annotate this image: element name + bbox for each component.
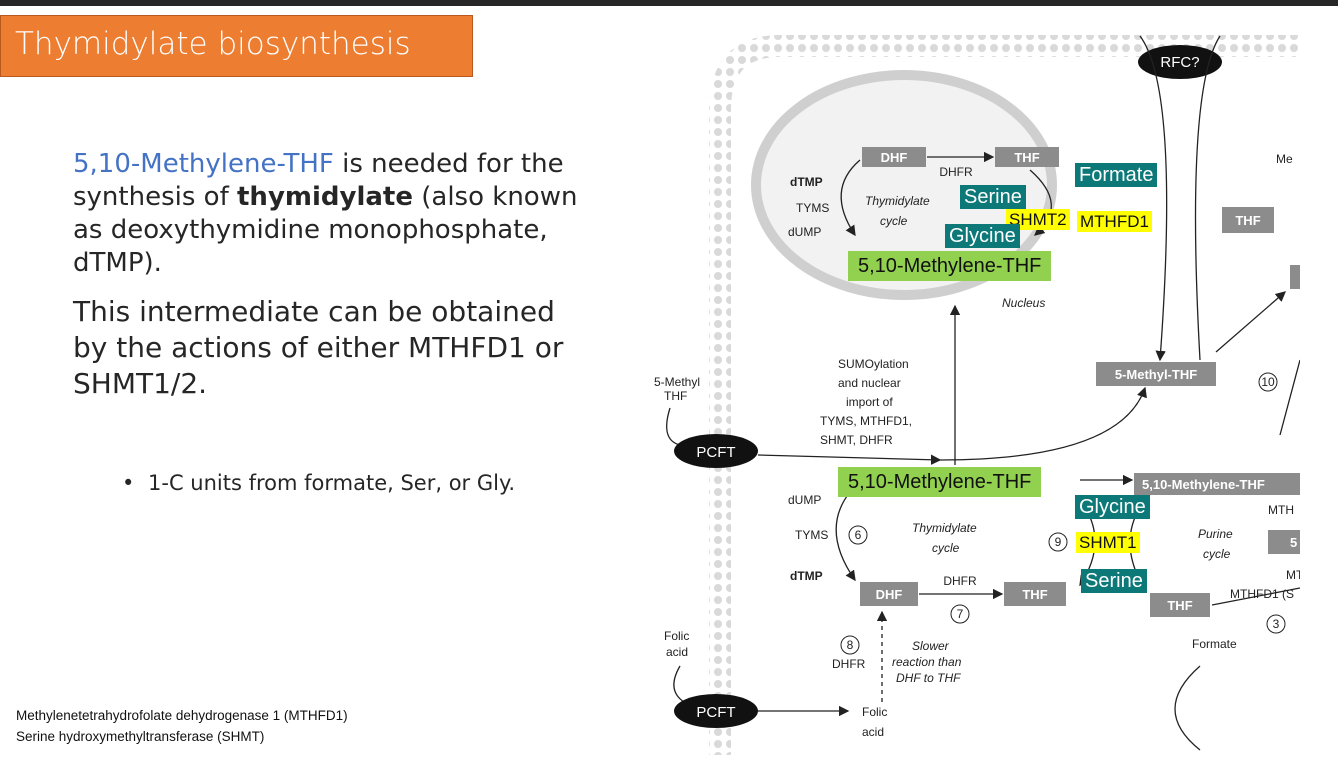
slower-line3: DHF to THF [896, 671, 961, 685]
glycine-bottom-badge: Glycine [1075, 495, 1150, 519]
nuc-cycle-line2: cycle [880, 214, 908, 228]
paragraph-1: 5,10-Methylene-THF is needed for the syn… [73, 148, 593, 280]
bullet-text: 1-C units from formate, Ser, or Gly. [148, 471, 516, 495]
cyto-methylene-box [1134, 473, 1300, 495]
rfc-label: RFC? [1160, 54, 1199, 71]
five-methyl-thf-label: 5-Methyl-THF [1115, 367, 1197, 382]
sumo-line1: SUMOylation [838, 357, 909, 371]
cyto-cycle-line1: Thymidylate [912, 521, 977, 535]
step-7-label: 7 [957, 607, 964, 621]
sumo-line2: and nuclear [838, 376, 901, 390]
shmt1-badge: SHMT1 [1076, 532, 1140, 553]
folate-pathway-diagram: RFC? DHF THF DHFR dTMP TYMS dUMP Thymidy… [654, 35, 1300, 755]
folic-right-line1: Folic [862, 705, 887, 719]
glycine-top-badge: Glycine [945, 224, 1020, 248]
folic-left-line1: Folic [664, 629, 689, 643]
nuc-thf-box [995, 147, 1059, 167]
nuc-dump-label: dUMP [788, 225, 821, 239]
cyto-thf-right-label: THF [1167, 598, 1192, 613]
cyto-dhf-box [860, 582, 918, 606]
step-8-circle [840, 635, 860, 655]
nuc-thf-label: THF [1014, 150, 1039, 165]
step-3-label: 3 [1273, 617, 1280, 631]
methylene-nucleus-badge: 5,10-Methylene-THF [848, 251, 1052, 281]
folic-dhfr-label: DHFR [832, 657, 866, 671]
purine-line1: Purine [1198, 527, 1233, 541]
pcft-transporter-top [674, 434, 758, 468]
pcft-bottom-label: PCFT [696, 704, 735, 721]
step-6-circle [848, 525, 868, 545]
cyto-dtmp-label: dTMP [790, 569, 823, 583]
cyto-mt-label: MT [1286, 568, 1300, 582]
methylene-thf-highlight: 5,10-Methylene-THF [73, 149, 334, 179]
slide-title-box: Thymidylate biosynthesis [0, 15, 473, 77]
cyto-tyms-label: TYMS [795, 528, 828, 542]
nuc-dtmp-label: dTMP [790, 175, 823, 189]
paragraph-1-text: is needed for the synthesis of [73, 149, 564, 212]
cyto-methylene-label: 5,10-Methylene-THF [1142, 477, 1265, 492]
cyto-dhfr-label: DHFR [943, 574, 977, 588]
cell-membrane [709, 35, 1300, 755]
nuc-cycle-line1: Thymidylate [865, 194, 930, 208]
serine-bottom-badge: Serine [1081, 569, 1147, 593]
step-9-circle [1048, 532, 1068, 552]
right-fragment-box [1290, 265, 1300, 289]
slower-line1: Slower [912, 639, 950, 653]
rfc-transporter [1138, 45, 1222, 79]
nuc-tyms-label: TYMS [796, 201, 829, 215]
mthfd1-badge: MTHFD1 [1077, 211, 1152, 232]
folic-right-line2: acid [862, 725, 884, 739]
five-methyl-thf-box [1096, 362, 1216, 386]
cyto-thf-label: THF [1022, 587, 1047, 602]
step-10-label: 10 [1261, 375, 1275, 389]
footnote-shmt: Serine hydroxymethyltransferase (SHMT) [16, 729, 265, 744]
step-7-circle [950, 604, 970, 624]
step-3-circle [1266, 614, 1286, 634]
shmt2-badge: SHMT2 [1006, 209, 1070, 230]
sumo-line5: SHMT, DHFR [820, 433, 893, 447]
bullet-dot: • [122, 471, 135, 495]
right-thf-box [1222, 207, 1274, 233]
serine-top-badge: Serine [960, 185, 1026, 209]
cyto-mthfd1-label: MTHFD1 (S [1230, 587, 1294, 601]
nucleus-label: Nucleus [1002, 296, 1045, 310]
left-methyl-line1: 5-Methyl [654, 375, 700, 389]
footnote-mthfd1: Methylenetetrahydrofolate dehydrogenase … [16, 708, 348, 723]
formate-badge: Formate [1075, 163, 1158, 187]
nuc-dhf-label: DHF [881, 150, 908, 165]
paragraph-1-end: (also known as deoxythymidine monophosph… [73, 182, 578, 278]
step-8-label: 8 [847, 638, 854, 652]
purine-line2: cycle [1203, 547, 1231, 561]
cyto-mth-label: MTH [1268, 503, 1294, 517]
step-9-label: 9 [1055, 535, 1062, 549]
body-text: 5,10-Methylene-THF is needed for the syn… [73, 148, 593, 416]
right-me-label: Me [1276, 152, 1293, 166]
top-bar [0, 0, 1338, 6]
cyto-cycle-line2: cycle [932, 541, 960, 555]
left-methyl-line2: THF [664, 389, 687, 403]
folic-left-line2: acid [666, 645, 688, 659]
cyto-five-box [1268, 530, 1300, 554]
paragraph-2: This intermediate can be obtained by the… [73, 295, 564, 400]
pcft-transporter-bottom [674, 694, 758, 728]
step-6-label: 6 [855, 528, 862, 542]
methylene-cyto-badge: 5,10-Methylene-THF [838, 467, 1042, 497]
cyto-dump-label: dUMP [788, 493, 821, 507]
right-thf-label: THF [1235, 213, 1260, 228]
slide-title: Thymidylate biosynthesis [15, 26, 411, 62]
slower-line2: reaction than [892, 655, 962, 669]
cyto-dhf-label: DHF [876, 587, 903, 602]
cyto-five-label: 5 [1290, 535, 1297, 550]
nuc-dhfr-label: DHFR [939, 165, 973, 179]
cyto-formate-label: Formate [1192, 637, 1237, 651]
sumo-line4: TYMS, MTHFD1, [820, 414, 912, 428]
cyto-thf-right-box [1150, 593, 1210, 617]
nuc-dhf-box [862, 147, 926, 167]
cyto-thf-box [1004, 582, 1066, 606]
thymidylate-bold: thymidylate [237, 182, 413, 212]
sumo-line3: import of [846, 395, 893, 409]
pcft-top-label: PCFT [696, 444, 735, 461]
step-10-circle [1258, 372, 1278, 392]
